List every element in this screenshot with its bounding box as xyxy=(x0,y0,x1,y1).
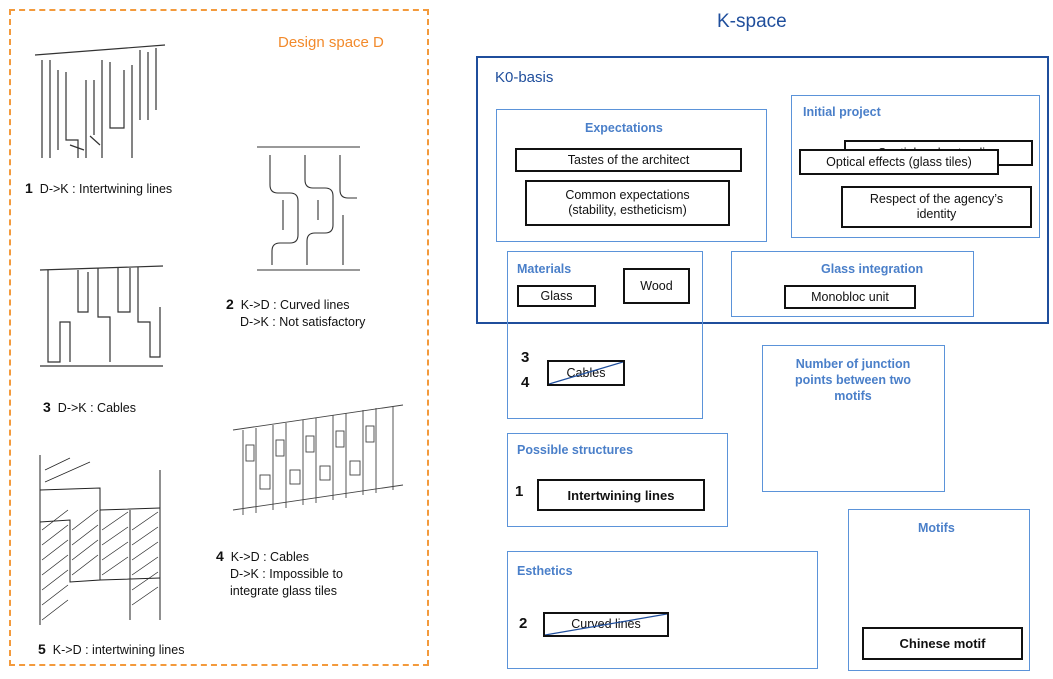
sketch-4-glass-tiles xyxy=(228,400,408,530)
junction-points-box xyxy=(762,345,945,492)
expectations-label: Expectations xyxy=(585,121,663,135)
concept-chinese-motif: Chinese motif xyxy=(862,627,1023,660)
design-space-frame xyxy=(9,9,429,666)
materials-num-3: 3 xyxy=(521,349,530,366)
concept-respect-agency-identity: Respect of the agency’s identity xyxy=(841,186,1032,228)
possible-structures-box xyxy=(507,433,728,527)
motifs-box xyxy=(848,509,1030,671)
glass-integration-box xyxy=(731,251,974,317)
possible-structures-label: Possible structures xyxy=(517,443,634,457)
concept-intertwining-lines: Intertwining lines xyxy=(537,479,705,511)
glass-integration-label: Glass integration xyxy=(821,262,924,276)
materials-label: Materials xyxy=(517,262,572,276)
esthetics-label: Esthetics xyxy=(517,564,573,578)
sketch-3-cables xyxy=(38,262,168,372)
concept-common-expectations: Common expectations (stability, esthetic… xyxy=(525,180,730,226)
expectations-box xyxy=(496,109,767,242)
concept-cables: Cables xyxy=(547,360,625,386)
esthetics-box xyxy=(507,551,818,669)
k-space-title: K-space xyxy=(717,11,787,32)
sketch-5-intertwining-hatched xyxy=(30,450,170,630)
sketch-1-intertwining-lines xyxy=(30,40,170,165)
initial-project-label: Initial project xyxy=(803,105,881,119)
k0-basis-frame xyxy=(476,56,1049,324)
concept-tastes-of-architect: Tastes of the architect xyxy=(515,148,742,172)
concept-optical-effects: Optical effects (glass tiles) xyxy=(799,149,999,175)
esthetics-num: 2 xyxy=(519,615,528,632)
sketch-2-curved-lines xyxy=(255,145,365,275)
motifs-label: Motifs xyxy=(918,521,955,535)
materials-num-4: 4 xyxy=(521,374,530,391)
junction-points-label: Number of junction points between two mo… xyxy=(795,357,911,403)
concept-wood: Wood xyxy=(623,268,690,304)
concept-glass: Glass xyxy=(517,285,596,307)
possible-structures-num: 1 xyxy=(515,483,524,500)
k0-basis-label: K0-basis xyxy=(495,69,554,86)
concept-curved-lines: Curved lines xyxy=(543,612,669,637)
design-space-title: Design space D xyxy=(278,34,384,51)
concept-monobloc-unit: Monobloc unit xyxy=(784,285,916,309)
initial-project-box xyxy=(791,95,1040,238)
materials-box xyxy=(507,251,703,419)
